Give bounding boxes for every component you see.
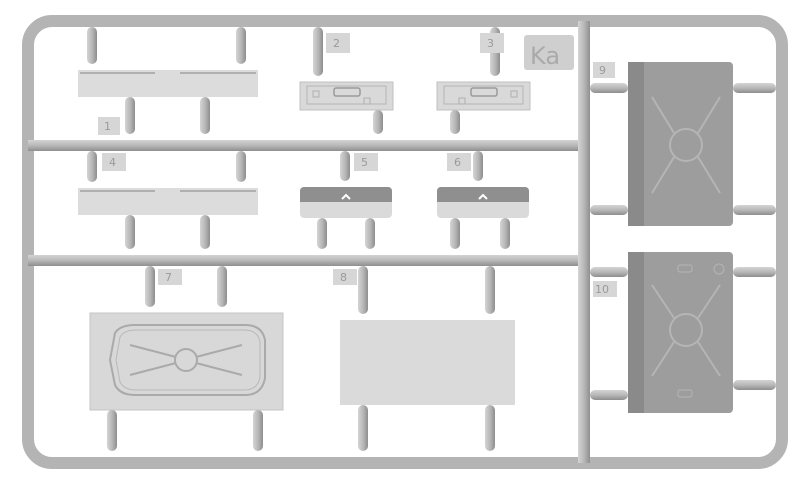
part-label-5: 5: [354, 153, 378, 171]
part-8: [340, 320, 515, 405]
part-label-2: 2: [326, 33, 350, 53]
sprue-gate: [358, 405, 368, 451]
part-4: [78, 188, 258, 215]
part-label-8: 8: [333, 269, 357, 285]
sprue-frame: [22, 15, 788, 469]
part-10: [628, 252, 733, 413]
sprue-gate: [253, 410, 263, 451]
svg-text:4: 4: [109, 156, 116, 169]
sprue-gate: [733, 83, 776, 93]
sprue-gate: [200, 97, 210, 134]
svg-text:5: 5: [361, 156, 368, 169]
sprue-gate: [590, 205, 628, 215]
sprue-gate: [236, 27, 246, 64]
part-label-1: 1: [98, 117, 120, 135]
sprue-gate: [317, 218, 327, 249]
sprue-gate: [733, 205, 776, 215]
sprue-gate: [733, 380, 776, 390]
sprue-gate: [733, 267, 776, 277]
part-label-9: 9: [593, 62, 615, 78]
sprue-bar-v: [578, 21, 590, 463]
sprue-gate: [590, 390, 628, 400]
part-1: [78, 70, 258, 97]
sprue-gate: [590, 83, 628, 93]
part-label-4: 4: [102, 153, 126, 171]
svg-text:Ka: Ka: [530, 42, 560, 70]
part-label-6: 6: [447, 153, 471, 171]
sprue-bar-h2: [28, 255, 586, 266]
svg-text:9: 9: [599, 64, 606, 77]
sprue-gate: [236, 151, 246, 182]
sprue-gate: [485, 266, 495, 314]
part-6: [437, 187, 529, 218]
sprue-gate: [107, 410, 117, 451]
svg-text:1: 1: [104, 120, 111, 133]
part-2: [299, 81, 394, 111]
svg-text:6: 6: [454, 156, 461, 169]
svg-text:10: 10: [595, 283, 609, 296]
svg-text:2: 2: [333, 37, 340, 50]
part-9: [628, 62, 733, 226]
svg-text:8: 8: [340, 271, 347, 284]
sprue-gate: [313, 27, 323, 76]
sprue-gate: [145, 266, 155, 307]
sprue-gate: [340, 151, 350, 181]
part-label-7: 7: [158, 269, 182, 285]
sprue-gate: [450, 110, 460, 134]
sprue-gate: [87, 151, 97, 182]
sprue-gate: [590, 267, 628, 277]
sprue-gate: [473, 151, 483, 181]
sprue-gate: [500, 218, 510, 249]
part-5: [300, 187, 392, 218]
sprue-gate: [365, 218, 375, 249]
gates: [87, 27, 776, 451]
sprue-gate: [125, 215, 135, 249]
sprue-gate: [358, 266, 368, 314]
part-7: [89, 312, 284, 411]
part-label-10: 10: [593, 281, 617, 297]
svg-text:7: 7: [165, 271, 172, 284]
sprue-gate: [200, 215, 210, 249]
sprue-gate: [125, 97, 135, 134]
svg-text:3: 3: [487, 37, 494, 50]
sprue-code-tag: Ka: [524, 35, 574, 70]
part-3: [436, 81, 531, 111]
part-label-3: 3: [480, 33, 504, 53]
sprue-gate: [87, 27, 97, 64]
sprue-gate: [373, 110, 383, 134]
sprue-gate: [217, 266, 227, 307]
sprue-bar-h1: [28, 140, 586, 151]
sprue-gate: [485, 405, 495, 451]
sprue-gate: [450, 218, 460, 249]
